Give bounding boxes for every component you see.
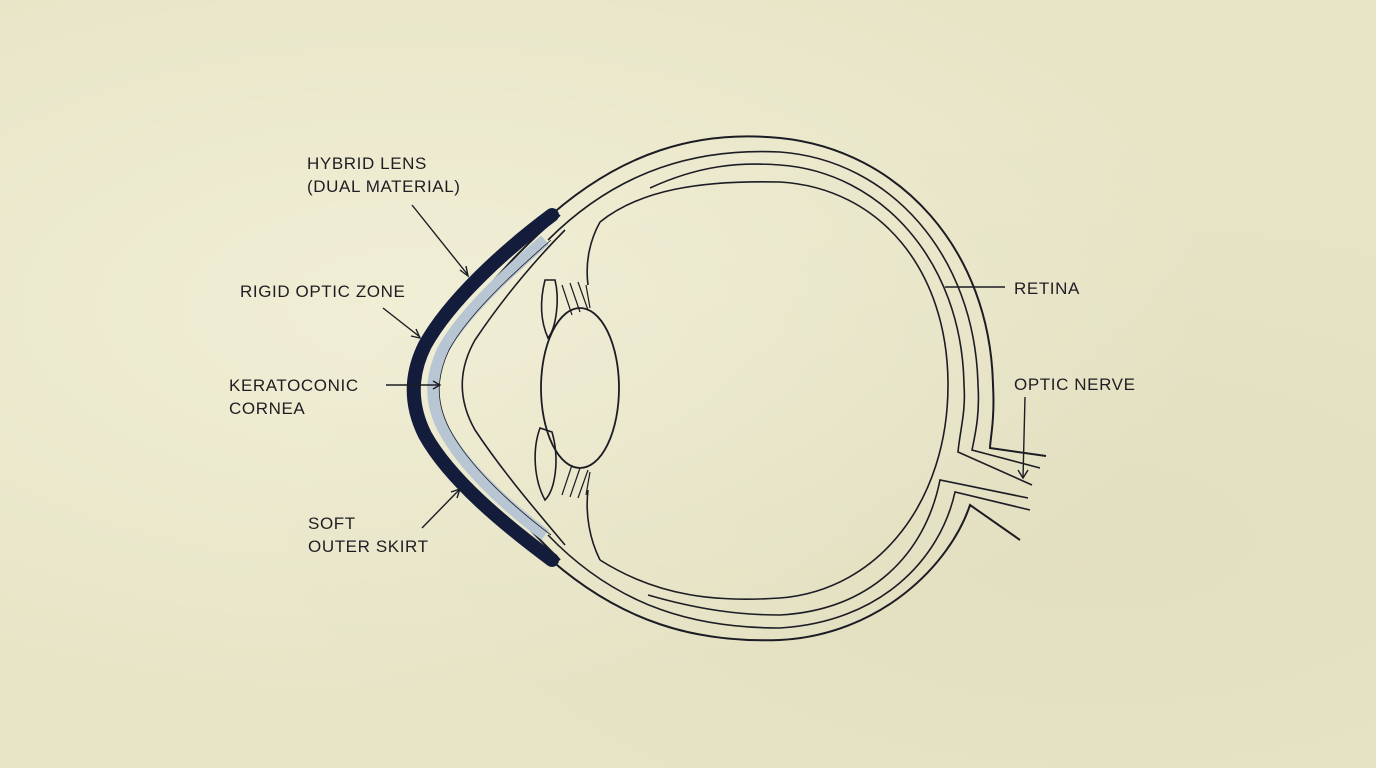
arrow-optic-nerve xyxy=(1017,469,1029,480)
leader-hybrid-lens xyxy=(411,204,469,276)
label-optic-nerve: OPTIC NERVE xyxy=(1014,373,1136,396)
inner-cavity xyxy=(599,180,949,601)
label-rigid-optic-zone-line1: RIGID OPTIC ZONE xyxy=(240,282,406,301)
label-hybrid-lens: HYBRID LENS (DUAL MATERIAL) xyxy=(307,152,461,198)
label-keratoconic-cornea: KERATOCONIC CORNEA xyxy=(229,374,359,420)
ciliary-curve-bottom xyxy=(586,489,601,561)
zonule-fibers-lower xyxy=(561,464,591,499)
ciliary-curve-top xyxy=(586,221,601,286)
label-soft-outer-skirt: SOFT OUTER SKIRT xyxy=(308,512,429,558)
crystalline-lens xyxy=(540,307,620,469)
arrow-soft-skirt xyxy=(450,487,462,499)
label-soft-skirt-line1: SOFT xyxy=(308,514,356,533)
label-keratoconic-line2: CORNEA xyxy=(229,399,306,418)
rigid-optic-zone-shape xyxy=(427,235,549,540)
sclera-outer-lower xyxy=(539,503,1021,642)
leader-soft-skirt xyxy=(421,488,461,529)
sclera-outer xyxy=(539,135,1047,457)
hybrid-lens-outer xyxy=(406,208,559,567)
sclera-inner xyxy=(547,150,1041,469)
label-retina: RETINA xyxy=(1014,277,1080,300)
label-retina-line1: RETINA xyxy=(1014,279,1080,298)
label-hybrid-lens-line1: HYBRID LENS xyxy=(307,154,427,173)
arrow-hybrid-lens xyxy=(459,265,470,278)
label-optic-nerve-line1: OPTIC NERVE xyxy=(1014,375,1136,394)
zonule-fibers-upper xyxy=(561,281,591,316)
iris-lower xyxy=(534,426,557,502)
cornea-back xyxy=(461,229,566,546)
arrow-keratoconic xyxy=(432,380,442,390)
optic-zone-edge xyxy=(438,239,552,536)
iris-upper xyxy=(540,279,558,340)
label-hybrid-lens-line2: (DUAL MATERIAL) xyxy=(307,177,461,196)
label-rigid-optic-zone: RIGID OPTIC ZONE xyxy=(240,280,405,303)
arrow-rigid-optic xyxy=(410,328,422,339)
sclera-inner-lower xyxy=(547,491,1031,629)
leader-optic-nerve xyxy=(1022,396,1026,479)
retina-layer xyxy=(649,163,1033,486)
label-keratoconic-line1: KERATOCONIC xyxy=(229,376,359,395)
label-soft-skirt-line2: OUTER SKIRT xyxy=(308,537,429,556)
retina-layer-lower xyxy=(647,479,1029,616)
leader-rigid-optic xyxy=(382,307,421,338)
